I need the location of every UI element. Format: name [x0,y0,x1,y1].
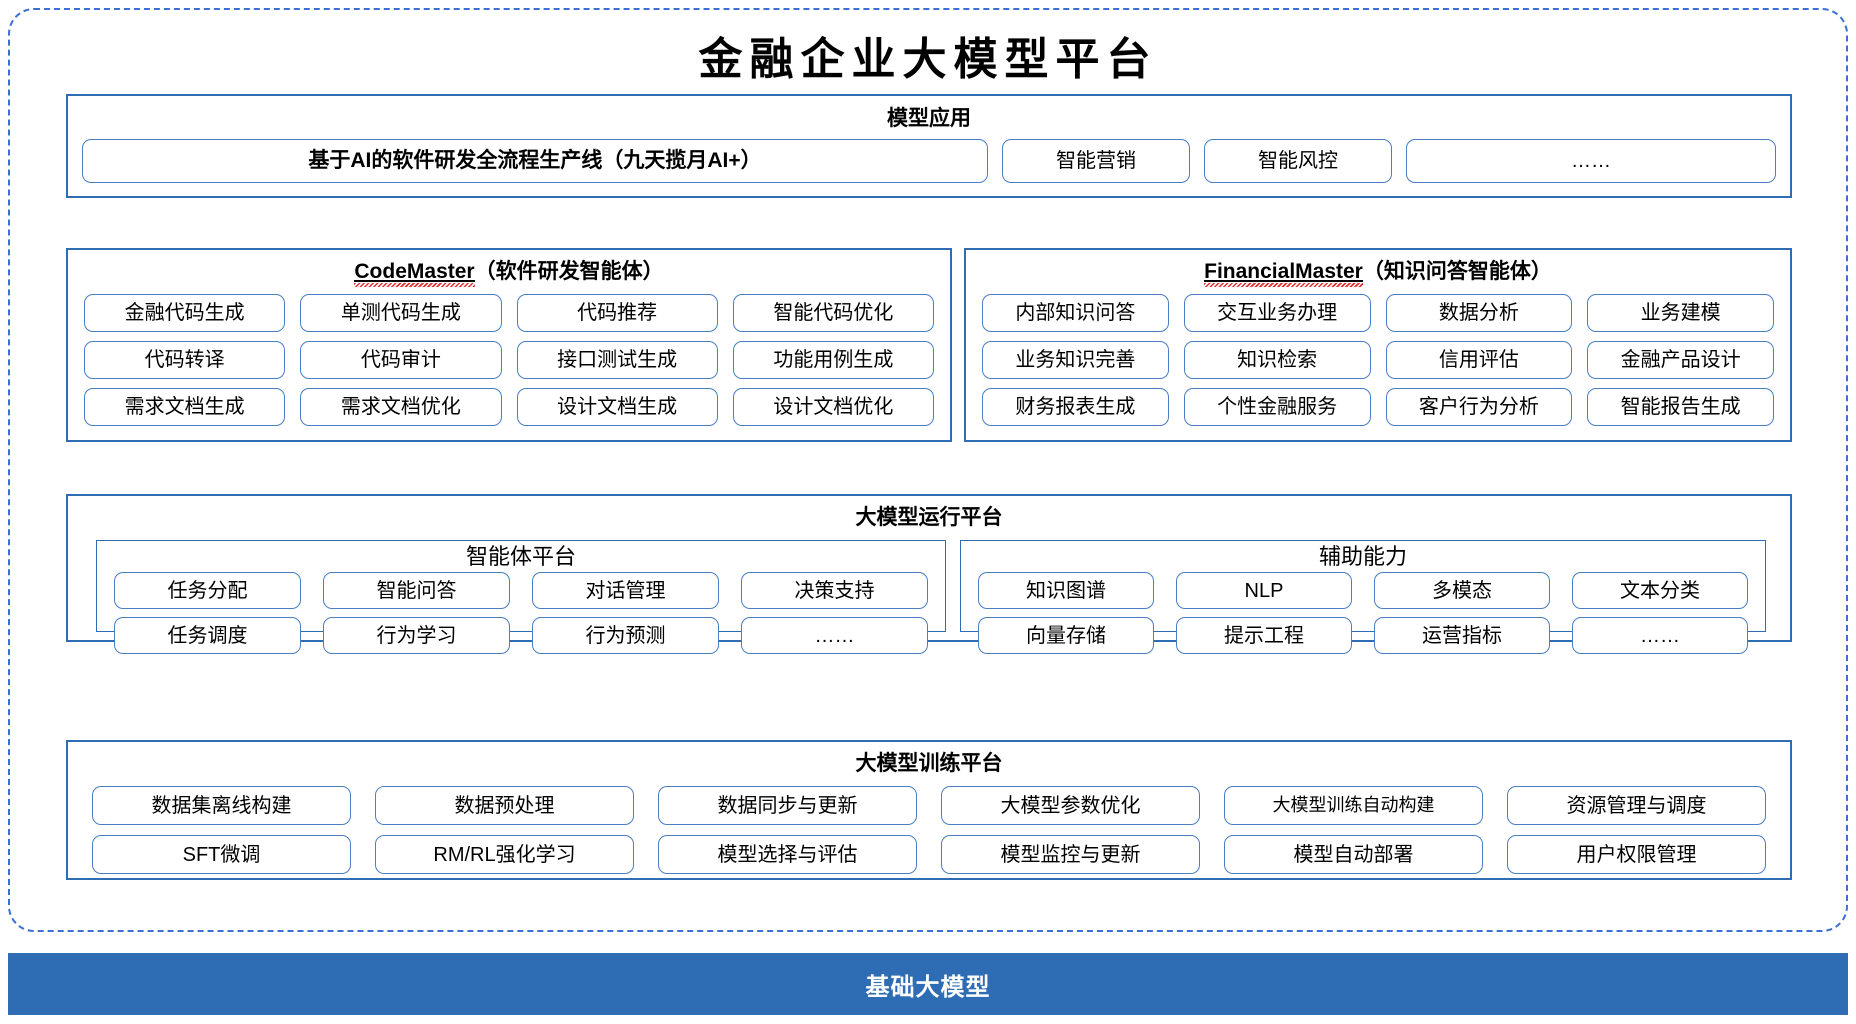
pill-agent-item[interactable]: 单测代码生成 [300,294,502,332]
pill-agent-item[interactable]: 金融产品设计 [1587,341,1774,379]
pill-runtime-item[interactable]: …… [1572,617,1748,654]
pill-runtime-item[interactable]: 智能问答 [323,572,510,609]
pill-ai-rnd-pipeline[interactable]: 基于AI的软件研发全流程生产线（九天揽月AI+） [82,139,988,183]
pill-agent-item[interactable]: 智能报告生成 [1587,388,1774,426]
section-training-platform-title: 大模型训练平台 [855,752,1003,775]
pill-training-item[interactable]: SFT微调 [92,835,351,874]
platform-frame: 金融企业大模型平台 模型应用 基于AI的软件研发全流程生产线（九天揽月AI+） … [8,8,1848,932]
pill-runtime-item[interactable]: 决策支持 [741,572,928,609]
pill-agent-item[interactable]: 接口测试生成 [516,341,718,379]
pill-training-item[interactable]: 数据集离线构建 [92,786,351,825]
pill-runtime-item[interactable]: 任务调度 [114,617,301,654]
pill-agent-item[interactable]: 内部知识问答 [982,294,1169,332]
pill-model-application-more[interactable]: …… [1406,139,1776,183]
pill-agent-item[interactable]: 财务报表生成 [982,388,1169,426]
section-model-application-title: 模型应用 [887,107,971,130]
pill-runtime-item[interactable]: 向量存储 [978,617,1154,654]
section-financialmaster-title: FinancialMaster（知识问答智能体） [966,250,1790,287]
pill-agent-item[interactable]: 知识检索 [1183,341,1371,379]
base-model-label: 基础大模型 [865,973,991,1001]
pill-training-item[interactable]: 用户权限管理 [1507,835,1766,874]
pill-training-item[interactable]: 资源管理与调度 [1507,786,1766,825]
pill-agent-item[interactable]: 设计文档优化 [732,388,934,426]
pill-agent-item[interactable]: 代码推荐 [516,294,718,332]
section-training-platform: 大模型训练平台 数据集离线构建 数据预处理 数据同步与更新 大模型参数优化 大模… [66,740,1792,880]
pill-training-item[interactable]: 模型选择与评估 [658,835,917,874]
pill-agent-item[interactable]: 需求文档优化 [300,388,502,426]
codemaster-name: CodeMaster [354,260,475,287]
section-runtime-platform: 大模型运行平台 智能体平台 任务分配 智能问答 对话管理 决策支持 任务调度 行… [66,494,1792,654]
section-model-application: 模型应用 基于AI的软件研发全流程生产线（九天揽月AI+） 智能营销 智能风控 … [66,94,1792,198]
pill-runtime-item[interactable]: 行为学习 [323,617,510,654]
pill-agent-item[interactable]: 需求文档生成 [84,388,286,426]
base-model-bar: 基础大模型 [8,953,1848,1015]
pill-training-item[interactable]: 模型监控与更新 [941,835,1200,874]
agent-platform-items: 任务分配 智能问答 对话管理 决策支持 任务调度 行为学习 行为预测 …… [114,572,928,654]
codemaster-subtitle: （软件研发智能体） [474,260,664,283]
section-financialmaster: FinancialMaster（知识问答智能体） 内部知识问答 交互业务办理 数… [964,248,1792,442]
subsection-agent-platform-title: 智能体平台 [465,544,576,569]
pill-training-item[interactable]: 模型自动部署 [1224,835,1483,874]
pill-agent-item[interactable]: 代码转译 [84,341,286,379]
pill-training-item[interactable]: 数据预处理 [375,786,634,825]
pill-agent-item[interactable]: 功能用例生成 [732,341,934,379]
pill-training-item[interactable]: 大模型训练自动构建 [1224,786,1483,825]
page-title: 金融企业大模型平台 [698,35,1158,84]
pill-runtime-item[interactable]: NLP [1176,572,1352,609]
pill-agent-item[interactable]: 数据分析 [1385,294,1573,332]
financialmaster-items: 内部知识问答 交互业务办理 数据分析 业务建模 业务知识完善 知识检索 信用评估… [982,294,1774,426]
pill-agent-item[interactable]: 信用评估 [1385,341,1573,379]
financialmaster-subtitle: （知识问答智能体） [1362,260,1552,283]
pill-runtime-item[interactable]: 文本分类 [1572,572,1748,609]
pill-runtime-item[interactable]: 多模态 [1374,572,1550,609]
pill-agent-item[interactable]: 金融代码生成 [84,294,286,332]
model-application-items: 基于AI的软件研发全流程生产线（九天揽月AI+） 智能营销 智能风控 …… [82,139,1776,183]
pill-agent-item[interactable]: 个性金融服务 [1183,388,1371,426]
codemaster-items: 金融代码生成 单测代码生成 代码推荐 智能代码优化 代码转译 代码审计 接口测试… [84,294,934,426]
pill-agent-item[interactable]: 客户行为分析 [1385,388,1573,426]
pill-agent-item[interactable]: 代码审计 [300,341,502,379]
subsection-auxiliary-capabilities: 辅助能力 知识图谱 NLP 多模态 文本分类 向量存储 提示工程 运营指标 …… [960,540,1766,654]
pill-agent-item[interactable]: 业务知识完善 [982,341,1169,379]
pill-smart-risk-control[interactable]: 智能风控 [1204,139,1392,183]
section-codemaster-title: CodeMaster（软件研发智能体） [68,250,950,287]
pill-runtime-item[interactable]: 提示工程 [1176,617,1352,654]
pill-agent-item[interactable]: 交互业务办理 [1183,294,1371,332]
financialmaster-name: FinancialMaster [1204,260,1363,287]
auxiliary-capabilities-items: 知识图谱 NLP 多模态 文本分类 向量存储 提示工程 运营指标 …… [978,572,1748,654]
pill-runtime-item[interactable]: 行为预测 [532,617,719,654]
subsection-auxiliary-capabilities-title: 辅助能力 [1318,544,1407,569]
training-platform-items: 数据集离线构建 数据预处理 数据同步与更新 大模型参数优化 大模型训练自动构建 … [92,786,1766,874]
section-codemaster: CodeMaster（软件研发智能体） 金融代码生成 单测代码生成 代码推荐 智… [66,248,952,442]
pill-runtime-item[interactable]: …… [741,617,928,654]
pill-training-item[interactable]: 大模型参数优化 [941,786,1200,825]
pill-training-item[interactable]: RM/RL强化学习 [375,835,634,874]
subsection-agent-platform: 智能体平台 任务分配 智能问答 对话管理 决策支持 任务调度 行为学习 行为预测… [96,540,946,654]
pill-runtime-item[interactable]: 对话管理 [532,572,719,609]
pill-runtime-item[interactable]: 任务分配 [114,572,301,609]
pill-smart-marketing[interactable]: 智能营销 [1002,139,1190,183]
pill-runtime-item[interactable]: 知识图谱 [978,572,1154,609]
pill-agent-item[interactable]: 业务建模 [1587,294,1774,332]
pill-runtime-item[interactable]: 运营指标 [1374,617,1550,654]
section-runtime-platform-title: 大模型运行平台 [855,506,1003,529]
pill-training-item[interactable]: 数据同步与更新 [658,786,917,825]
pill-agent-item[interactable]: 设计文档生成 [516,388,718,426]
pill-agent-item[interactable]: 智能代码优化 [732,294,934,332]
